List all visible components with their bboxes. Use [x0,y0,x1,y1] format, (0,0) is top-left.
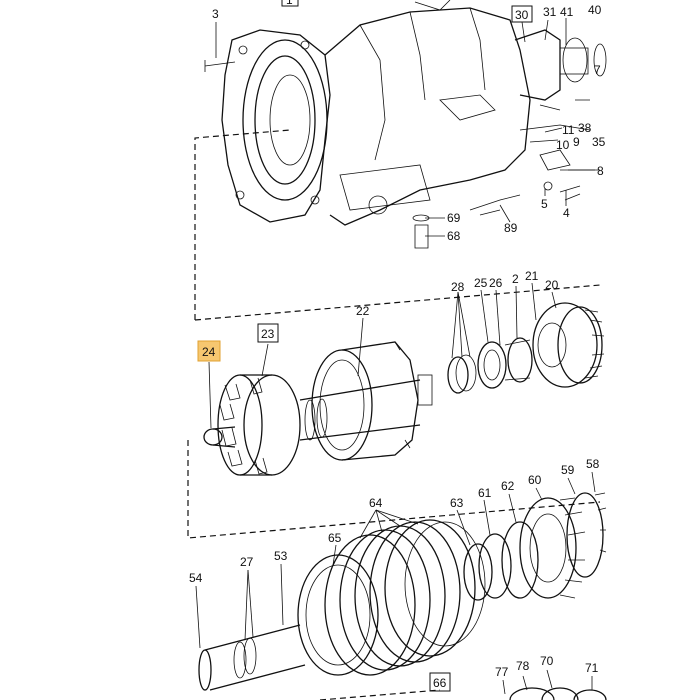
part-label-31[interactable]: 31 [543,5,557,19]
part-label-25[interactable]: 25 [474,276,488,290]
clutch-drum-assembly [203,302,605,476]
part-label-8[interactable]: 8 [597,164,604,178]
part-label-58[interactable]: 58 [586,457,600,471]
part-label-59[interactable]: 59 [561,463,575,477]
leader-lines-clutch [195,471,596,649]
part-label-11[interactable]: 11 [562,123,575,137]
part-label-63[interactable]: 63 [450,496,464,510]
part-label-71[interactable]: 71 [585,661,599,675]
part-label-35[interactable]: 35 [592,135,606,149]
part-label-box-30 [511,5,533,23]
part-label-68[interactable]: 68 [447,229,461,243]
part-label-77[interactable]: 77 [495,665,509,679]
part-label-box-66 [429,672,451,692]
assembly-line-1 [194,129,601,321]
part-label-23[interactable]: 23 [261,327,275,341]
part-label-10[interactable]: 10 [556,138,570,152]
assembly-line-2 [187,440,601,539]
part-label-40[interactable]: 40 [588,3,602,17]
part-label-65[interactable]: 65 [328,531,342,545]
part-label-26[interactable]: 26 [489,276,503,290]
part-label-30[interactable]: 30 [515,8,529,22]
part-label-24[interactable]: 24 [202,345,216,359]
bottom-parts [319,669,607,700]
part-label-9[interactable]: 9 [573,135,580,149]
part-label-4[interactable]: 4 [563,206,570,220]
part-label-7[interactable]: 7 [594,63,601,77]
part-label-box-23 [257,323,279,343]
part-label-box-24-highlighted [197,340,221,362]
part-label-21[interactable]: 21 [525,269,539,283]
part-label-61[interactable]: 61 [478,486,492,500]
part-label-20[interactable]: 20 [545,278,559,292]
part-label-53[interactable]: 53 [274,549,288,563]
part-label-62[interactable]: 62 [501,479,515,493]
part-label-27[interactable]: 27 [240,555,254,569]
part-labels: 3 1 30 31 41 40 7 11 38 10 9 35 8 5 4 69… [189,0,606,692]
clutch-pack-assembly [198,492,607,691]
part-label-78[interactable]: 78 [516,659,530,673]
part-label-64[interactable]: 64 [369,496,383,510]
part-label-60[interactable]: 60 [528,473,542,487]
part-label-3[interactable]: 3 [212,7,219,21]
part-label-70[interactable]: 70 [540,654,554,668]
part-label-38[interactable]: 38 [578,121,592,135]
part-label-2[interactable]: 2 [512,272,519,286]
leader-lines-housing [215,18,595,237]
leader-lines-drum [208,282,557,429]
part-label-89[interactable]: 89 [504,221,518,235]
part-label-41[interactable]: 41 [560,5,574,19]
part-label-66[interactable]: 66 [433,676,447,690]
part-label-1[interactable]: 1 [286,0,293,7]
part-label-28[interactable]: 28 [451,280,465,294]
part-label-5[interactable]: 5 [541,197,548,211]
part-label-22[interactable]: 22 [356,304,370,318]
part-label-69[interactable]: 69 [447,211,461,225]
part-label-54[interactable]: 54 [189,571,203,585]
transmission-housing [204,0,607,249]
